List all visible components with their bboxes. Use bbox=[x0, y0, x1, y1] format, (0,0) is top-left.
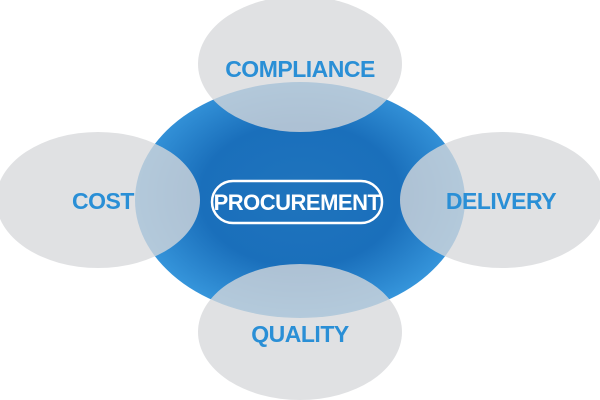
center-label-pill bbox=[210, 179, 384, 225]
right-label: DELIVERY bbox=[446, 188, 556, 214]
left-label: COST bbox=[72, 188, 134, 214]
bottom-ellipse bbox=[198, 264, 402, 400]
bottom-label: QUALITY bbox=[251, 321, 349, 347]
center-label: PROCUREMENT bbox=[214, 190, 382, 215]
top-ellipse bbox=[198, 0, 402, 132]
right-ellipse bbox=[400, 132, 600, 268]
top-label: COMPLIANCE bbox=[225, 56, 375, 82]
center-ellipse bbox=[135, 82, 465, 318]
left-ellipse bbox=[0, 132, 200, 268]
